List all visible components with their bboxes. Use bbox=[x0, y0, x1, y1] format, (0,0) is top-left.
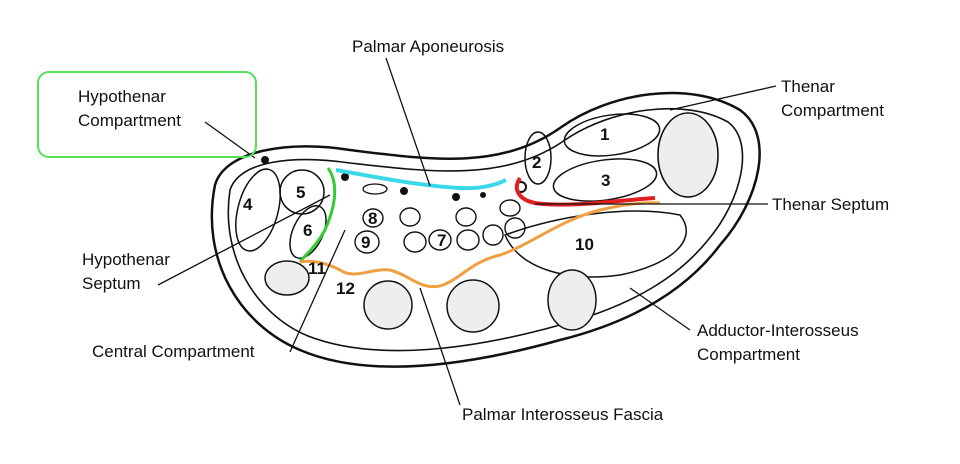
tendon bbox=[499, 199, 521, 217]
metacarpal-4-bone bbox=[363, 280, 413, 330]
muscle-4-outline bbox=[235, 168, 281, 252]
region-number-7: 7 bbox=[437, 231, 447, 250]
vessel bbox=[400, 187, 408, 195]
leader-palmar-aponeurosis bbox=[385, 57, 431, 187]
vessel bbox=[341, 173, 349, 181]
tendon bbox=[482, 224, 504, 246]
muscle-2-outline bbox=[524, 131, 552, 185]
tendon bbox=[455, 207, 477, 227]
tendon bbox=[504, 217, 526, 239]
tendon bbox=[354, 230, 380, 254]
region-number-9: 9 bbox=[361, 233, 371, 252]
label-hypothenar-septum-line2: Septum bbox=[82, 274, 141, 293]
skin-outline bbox=[210, 91, 761, 368]
leader-palmar-interosseus-fascia bbox=[419, 287, 461, 406]
hypothenar-highlight-box bbox=[37, 71, 257, 158]
metacarpal-3-bone bbox=[446, 279, 500, 333]
muscle-10-outline bbox=[503, 210, 687, 278]
muscle-3-outline bbox=[552, 158, 658, 202]
region-number-6: 6 bbox=[303, 221, 313, 240]
tendon bbox=[362, 208, 384, 228]
vessel bbox=[261, 156, 269, 164]
palmar-interosseus-fascia-line bbox=[299, 201, 661, 289]
tendon bbox=[399, 207, 421, 227]
leader-hypothenar-septum bbox=[157, 194, 331, 286]
label-palmar-interosseus-fascia: Palmar Interosseus Fascia bbox=[462, 405, 664, 424]
nerve bbox=[362, 183, 388, 195]
deep-fascia-outline bbox=[227, 107, 744, 352]
hypothenar-septum-line bbox=[298, 167, 337, 263]
metacarpal-2-bone bbox=[547, 269, 597, 331]
region-number-5: 5 bbox=[296, 183, 306, 202]
label-central-compartment: Central Compartment bbox=[92, 342, 255, 361]
region-number-10: 10 bbox=[575, 235, 594, 254]
vessel bbox=[480, 192, 486, 198]
region-number-4: 4 bbox=[243, 195, 253, 214]
label-palmar-aponeurosis: Palmar Aponeurosis bbox=[352, 37, 505, 56]
region-number-11: 11 bbox=[308, 259, 326, 278]
tendon bbox=[428, 229, 452, 251]
region-number-8: 8 bbox=[368, 209, 378, 228]
label-thenar-septum: Thenar Septum bbox=[772, 195, 890, 214]
first-metacarpal-bone bbox=[657, 112, 719, 198]
label-thenar-compartment-line1: Thenar bbox=[781, 77, 835, 96]
vessel bbox=[452, 193, 460, 201]
region-number-2: 2 bbox=[532, 153, 542, 172]
label-hypothenar-compartment-line1: Hypothenar bbox=[78, 87, 166, 106]
label-hypothenar-compartment-line2: Compartment bbox=[78, 111, 181, 130]
leader-central-compartment bbox=[289, 229, 346, 353]
label-hypothenar-septum-line1: Hypothenar bbox=[82, 250, 170, 269]
leader-adductor-interosseus bbox=[629, 287, 691, 331]
muscle-1-outline bbox=[563, 113, 661, 157]
region-number-12: 12 bbox=[336, 279, 355, 298]
tendon bbox=[403, 231, 427, 253]
metacarpal-5-bone bbox=[264, 260, 310, 296]
label-adductor-interosseus-line1: Adductor-Interosseus bbox=[697, 321, 859, 340]
leader-thenar-compartment bbox=[669, 85, 777, 111]
label-thenar-compartment-line2: Compartment bbox=[781, 101, 884, 120]
region-number-3: 3 bbox=[601, 171, 611, 190]
region-number-1: 1 bbox=[600, 125, 610, 144]
label-adductor-interosseus-line2: Compartment bbox=[697, 345, 800, 364]
palmar-aponeurosis-line bbox=[335, 168, 507, 191]
tendon bbox=[456, 229, 480, 251]
